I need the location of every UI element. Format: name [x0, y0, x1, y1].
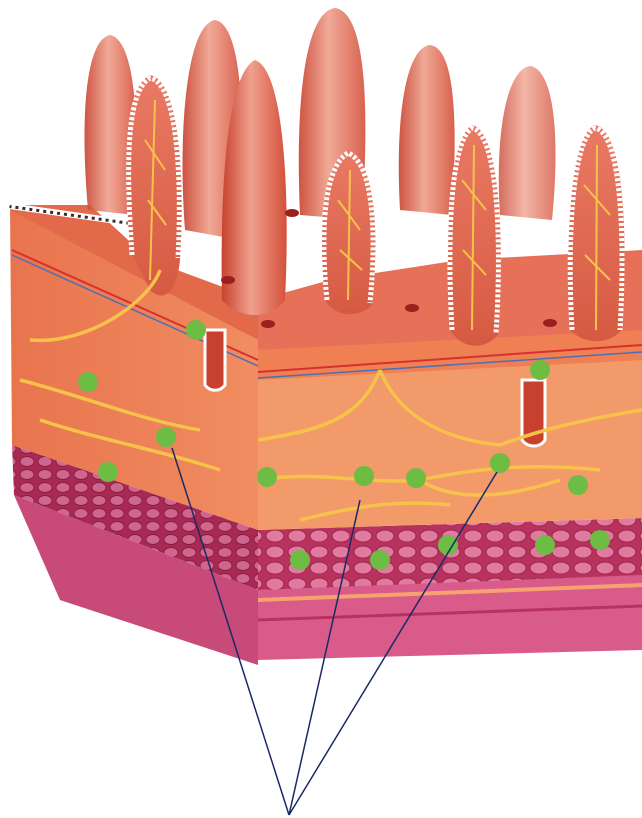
ganglion-marker-11	[535, 535, 555, 555]
ganglion-marker-6	[406, 468, 426, 488]
villus-back-4	[399, 45, 455, 215]
ganglion-marker-7	[490, 453, 510, 473]
ganglion-marker-12	[186, 320, 206, 340]
opening-5	[543, 319, 557, 327]
ganglion-marker-1	[78, 372, 98, 392]
ganglion-marker-15	[590, 530, 610, 550]
ganglion-marker-5	[354, 466, 374, 486]
ganglion-marker-14	[290, 550, 310, 570]
villus-back-5	[499, 66, 556, 220]
ganglion-marker-2	[156, 427, 176, 447]
ganglion-marker-8	[568, 475, 588, 495]
opening-2	[285, 209, 299, 217]
opening-3	[261, 320, 275, 328]
crypt-left	[205, 330, 225, 390]
opening-1	[221, 276, 235, 284]
ganglion-marker-9	[370, 550, 390, 570]
ganglion-marker-13	[530, 360, 550, 380]
ganglion-marker-4	[257, 467, 277, 487]
ganglion-marker-3	[98, 462, 118, 482]
opening-4	[405, 304, 419, 312]
